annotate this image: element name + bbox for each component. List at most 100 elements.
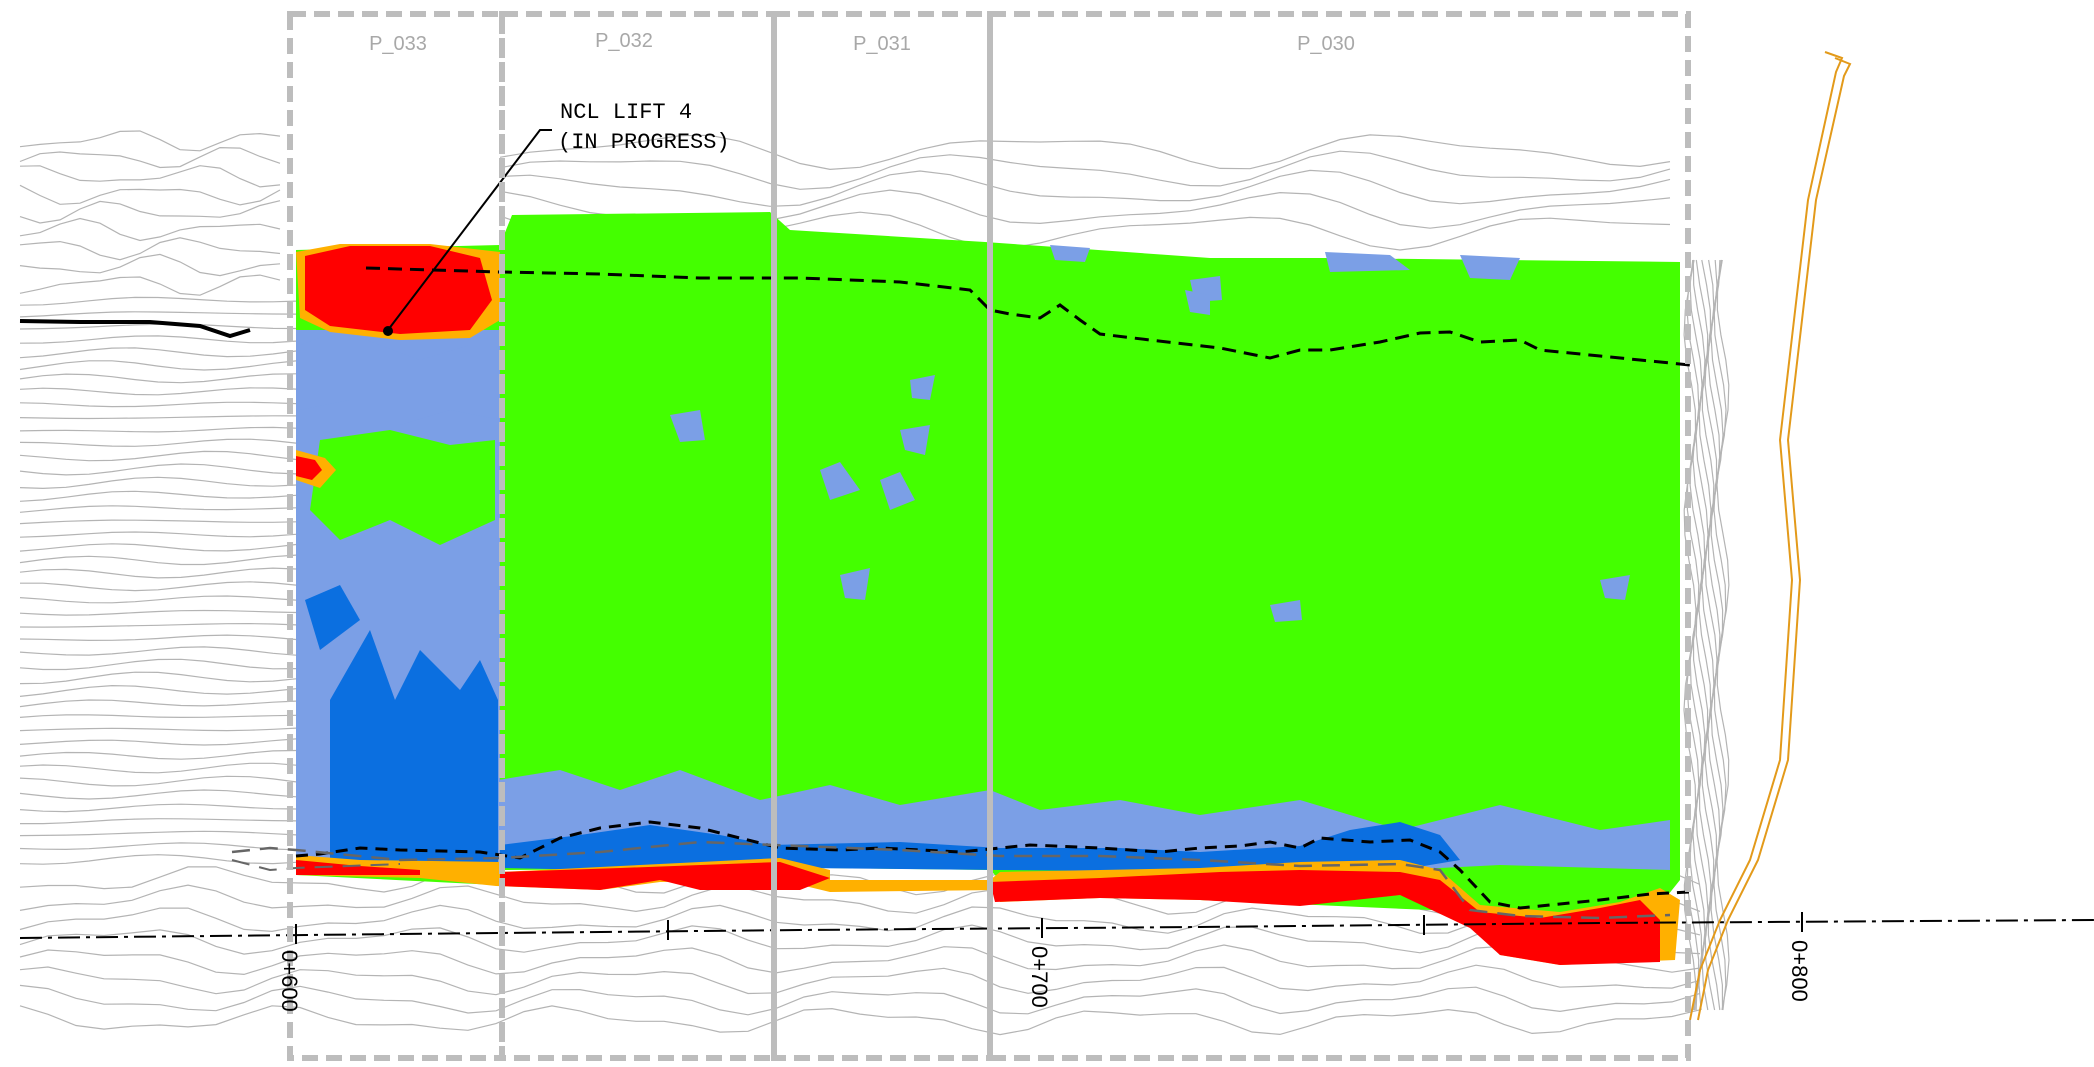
- contour-line-bottom: [19, 944, 1701, 976]
- contour-line-upper-left: [19, 237, 281, 261]
- station-labels: 0+600 0+700 0+800: [277, 940, 1812, 1012]
- contour-line-left: [19, 609, 297, 616]
- contour-line-top: [499, 169, 1671, 207]
- contour-line-right: [1716, 259, 1730, 1011]
- contour-line-left: [19, 854, 297, 865]
- panel-label-p031: P_031: [853, 33, 911, 55]
- contour-line-upper-left: [19, 165, 281, 188]
- contour-line-bottom: [19, 964, 1701, 996]
- contour-line-left: [19, 401, 297, 408]
- station-label-0700: 0+700: [1027, 946, 1052, 1008]
- contour-line-left: [19, 842, 297, 851]
- patch-5: [910, 375, 935, 400]
- contour-line-left: [19, 775, 297, 787]
- contour-line-left: [19, 519, 297, 525]
- contour-line-left: [19, 749, 297, 760]
- patch-10: [1600, 575, 1630, 600]
- zone-blue-left-2: [305, 585, 360, 650]
- contour-line-left: [19, 311, 297, 318]
- contour-line-left: [19, 738, 297, 746]
- leader-dot: [383, 326, 393, 336]
- contour-line-left: [19, 347, 297, 359]
- patch-11: [1270, 600, 1302, 622]
- patch-8: [1460, 255, 1520, 280]
- patch-1: [820, 462, 860, 500]
- contour-line-upper-left: [19, 184, 281, 206]
- panel-grid: [287, 11, 1691, 1061]
- dashed-line-bottom-black: [295, 820, 1691, 910]
- contour-line-left: [19, 505, 297, 513]
- centerline-alignment: [19, 919, 2094, 939]
- zone-blue-left: [330, 630, 498, 878]
- existing-edge-line: [19, 319, 251, 339]
- contour-line-left: [19, 387, 297, 396]
- contour-line-bottom: [19, 904, 1701, 936]
- right-boundary-line: [1689, 51, 1852, 1021]
- contour-line-bottom: [19, 924, 1701, 955]
- leader-line: [387, 129, 552, 331]
- contour-line-top: [499, 134, 1671, 171]
- contour-line-left: [19, 762, 297, 774]
- patch-13: [1185, 290, 1210, 315]
- contour-line-left: [19, 554, 297, 566]
- contour-line-left: [19, 658, 297, 671]
- zone-red-top-left: [305, 246, 492, 334]
- boundary-line-a: [1689, 51, 1844, 1021]
- panel-label-p033: P_033: [369, 33, 427, 55]
- contour-line-left: [19, 450, 297, 462]
- contour-line-left: [19, 415, 297, 420]
- patch-2: [880, 472, 915, 510]
- contour-line-left: [19, 360, 297, 371]
- contour-line-left: [19, 622, 297, 628]
- contour-line-bottom: [19, 984, 1701, 1016]
- panel-labels: P_033 P_032 P_031 P_030: [369, 30, 1355, 55]
- contour-line-left: [19, 567, 297, 579]
- contour-line-top: [499, 150, 1671, 190]
- contour-line-left: [19, 463, 297, 476]
- contour-line-left: [19, 323, 297, 330]
- panel-label-p032: P_032: [595, 30, 653, 52]
- contour-line-upper-left: [19, 146, 281, 169]
- contour-line-left: [19, 490, 297, 502]
- contour-line-upper-left: [19, 217, 281, 242]
- panel-outline-p033[interactable]: [287, 11, 505, 1061]
- contour-line-left: [19, 684, 297, 697]
- dashed-line-top: [365, 266, 1691, 367]
- zone-green-patch-left: [310, 430, 495, 545]
- station-ticks: [295, 912, 1803, 944]
- panel-outline-p031[interactable]: [771, 11, 993, 1061]
- boundary-line-b: [1697, 57, 1852, 1021]
- zone-red-bottom: [296, 860, 1660, 965]
- contour-line-left: [19, 543, 297, 552]
- patch-9: [1050, 245, 1090, 262]
- panel-label-p030: P_030: [1297, 33, 1355, 55]
- contour-line-left: [20, 818, 297, 825]
- contour-line-left: [19, 531, 297, 538]
- panel-outline-p030[interactable]: [987, 11, 1691, 1061]
- contour-line-left: [19, 699, 297, 708]
- contour-line-left: [20, 581, 297, 592]
- patch-3: [840, 568, 870, 600]
- dashed-line-bottom-gray: [231, 840, 1671, 920]
- contour-line-left: [19, 803, 297, 813]
- contour-line-left: [19, 830, 297, 837]
- contour-line-left: [19, 646, 297, 656]
- dashed-line-bottom-gray-2: [231, 859, 401, 872]
- contour-line-upper-left: [19, 253, 281, 277]
- annotation-line-2: (IN PROGRESS): [558, 130, 730, 155]
- contour-line-left: [19, 789, 297, 800]
- contour-line-left: [19, 426, 297, 433]
- contour-line-right: [1713, 259, 1727, 1011]
- patch-12: [670, 410, 705, 442]
- station-label-0600: 0+600: [277, 950, 302, 1012]
- contour-line-bottom: [19, 1005, 1701, 1036]
- dashed-lines: [231, 266, 1691, 920]
- contour-line-left: [19, 714, 297, 719]
- contour-line-left: [19, 296, 297, 306]
- contour-line-left: [19, 671, 297, 685]
- contour-line-right: [1704, 259, 1718, 1011]
- annotation-line-1: NCL LIFT 4: [560, 100, 692, 125]
- contour-line-left: [19, 438, 297, 447]
